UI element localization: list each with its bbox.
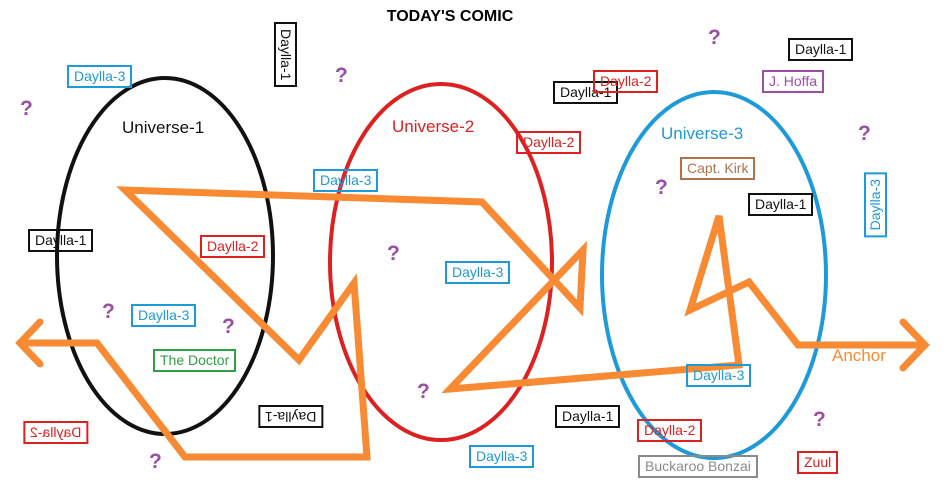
anchor-label: Anchor (832, 346, 886, 365)
comic-title: TODAY'S COMIC (386, 8, 514, 25)
universe-3-ellipse (600, 90, 828, 460)
daylla-1-vertical-box: Daylla-1 (274, 22, 297, 88)
question-mark: ? (813, 408, 826, 431)
daylla-3-box: Daylla-3 (445, 261, 511, 284)
question-mark: ? (335, 64, 348, 87)
j-hoffa-box: J. Hoffa (762, 70, 824, 93)
left-arrowhead (15, 318, 44, 368)
capt-kirk-box: Capt. Kirk (680, 157, 756, 180)
right-arrowhead (899, 318, 930, 372)
zuul-box: Zuul (797, 451, 839, 474)
question-mark: ? (858, 122, 871, 145)
daylla-3-box: Daylla-3 (686, 364, 752, 387)
daylla-1-box: Daylla-1 (28, 229, 94, 252)
daylla-2-mirrored-box: Daylla-2 (23, 421, 89, 444)
universe-2-ellipse (328, 82, 554, 442)
daylla-3-box: Daylla-3 (67, 65, 133, 88)
daylla-2-box: Daylla-2 (637, 419, 703, 442)
daylla-1-upside-down-box: Daylla-1 (258, 405, 324, 428)
universe-2-label: Universe-2 (392, 117, 475, 136)
daylla-3-vertical-box: Daylla-3 (864, 172, 887, 238)
question-mark: ? (417, 380, 430, 403)
the-doctor-box: The Doctor (153, 349, 237, 372)
daylla-3-box: Daylla-3 (131, 304, 197, 327)
question-mark: ? (708, 26, 721, 49)
question-mark: ? (149, 450, 162, 473)
universe-1-label: Universe-1 (122, 118, 205, 137)
universe-3-label: Universe-3 (661, 124, 744, 143)
question-mark: ? (387, 242, 400, 265)
zigzag-path (16, 186, 926, 461)
question-mark: ? (102, 300, 115, 323)
question-mark: ? (222, 315, 235, 338)
daylla-1-box: Daylla-1 (748, 193, 814, 216)
daylla-2-box: Daylla-2 (200, 235, 266, 258)
daylla-1-box: Daylla-1 (555, 405, 621, 428)
daylla-1-box: Daylla-1 (788, 38, 854, 61)
daylla-3-box: Daylla-3 (469, 445, 535, 468)
question-mark: ? (655, 176, 668, 199)
question-mark: ? (20, 97, 33, 120)
daylla-2-box: Daylla-2 (516, 131, 582, 154)
buckaroo-bonzai-box: Buckaroo Bonzai (638, 455, 758, 478)
daylla-3-box: Daylla-3 (313, 169, 379, 192)
daylla-2-box: Daylla-2 (593, 70, 659, 93)
